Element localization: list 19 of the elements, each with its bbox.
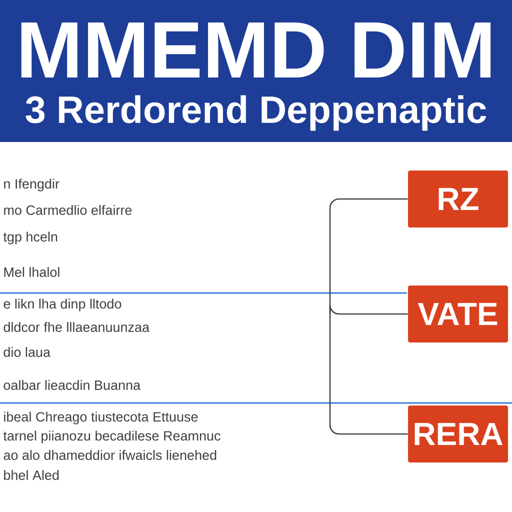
list-item: tgp hceln [3, 232, 58, 244]
list-item: mo Carmedlio elfairre [4, 205, 132, 215]
connector [329, 314, 408, 435]
list-item: dio laua [4, 347, 50, 357]
list-item: n Ifengdir [4, 178, 60, 192]
title: MMEMD DIM [21, 22, 491, 78]
list-item: Mel lhalol [4, 267, 60, 277]
connector [329, 304, 408, 315]
list-item: ibeal Chreago tiustecota Ettuuse [4, 412, 198, 424]
list-item: dldcor fhe lllaeanuunzaa [4, 322, 150, 332]
list-item: oalbar lieacdin Buanna [4, 380, 141, 390]
label-box: RERA [408, 406, 508, 462]
subtitle: 3 Rerdorend Deppenaptic [26, 95, 486, 131]
label-box: RZ [408, 170, 508, 228]
list-item: tarnel piianozu becadilese Reamnuc [3, 430, 220, 444]
list-item: ao alo dhameddior ifwaicls lienehed [4, 450, 216, 460]
label-box: VATE [408, 286, 508, 342]
list-item: bhel Aled [4, 470, 59, 480]
list-item: e likn lha dinp lltodo [4, 298, 122, 312]
